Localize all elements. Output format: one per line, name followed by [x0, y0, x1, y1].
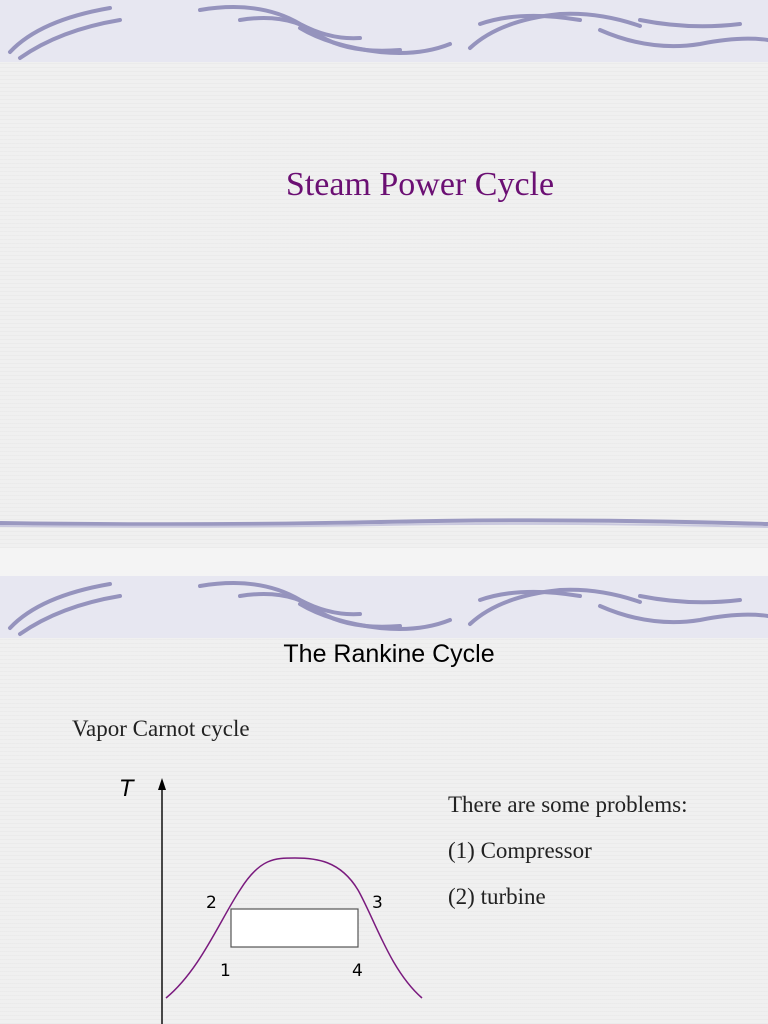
problem-item-2: (2) turbine [448, 884, 546, 909]
decorative-banner [0, 0, 768, 62]
slide-1: Steam Power Cycle [0, 0, 768, 548]
swoosh-decoration-icon [8, 581, 768, 636]
problem-item-1: (1) Compressor [448, 838, 592, 863]
point-label-1: 1 [220, 961, 231, 981]
problems-intro: There are some problems: [448, 792, 688, 817]
slide-2 [0, 576, 768, 1024]
saturation-dome-curve [165, 857, 423, 999]
divider-rule [0, 518, 768, 528]
slide-gap [0, 548, 768, 576]
slide-title: Steam Power Cycle [285, 166, 555, 203]
ts-diagram: T 2 3 1 4 [120, 777, 423, 1024]
point-label-2: 2 [206, 893, 217, 913]
cycle-rectangle [230, 908, 359, 948]
swoosh-decoration-icon [8, 5, 768, 60]
point-label-3: 3 [372, 893, 383, 913]
t-axis-label: T [120, 777, 135, 802]
section-heading: The Rankine Cycle [283, 640, 495, 668]
decorative-banner [0, 576, 768, 638]
axis-arrow-icon [158, 778, 166, 790]
subheading: Vapor Carnot cycle [72, 716, 250, 741]
problems-list: There are some problems: (1) Compressor … [448, 792, 688, 930]
point-label-4: 4 [352, 961, 363, 981]
